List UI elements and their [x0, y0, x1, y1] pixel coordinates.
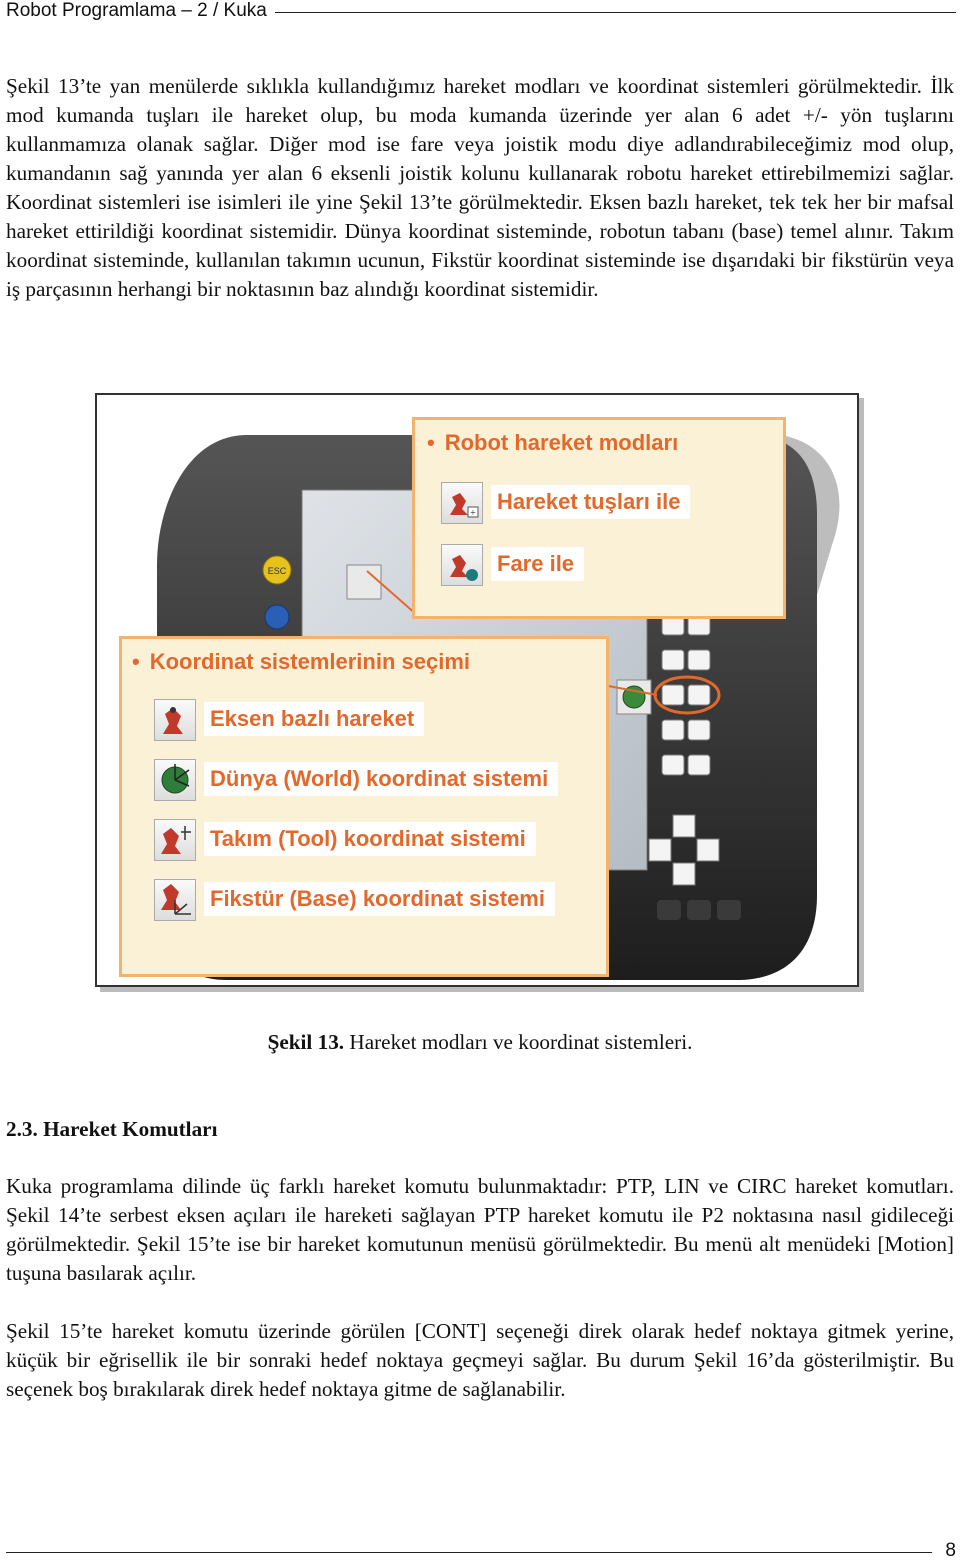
figure-13: ESC •Ro: [95, 393, 859, 987]
base-robot-icon: [154, 879, 196, 921]
header-rule: [6, 12, 956, 13]
paragraph-motion-commands: Kuka programlama dilinde üç farklı harek…: [6, 1174, 954, 1285]
header-title: Robot Programlama – 2 / Kuka: [6, 0, 275, 22]
motion-mode-label-keys: Hareket tuşları ile: [491, 485, 691, 519]
motion-modes-title: •Robot hareket modları: [427, 430, 679, 455]
paragraph-cont-option: Şekil 15’te hareket komutu üzerinde görü…: [6, 1319, 954, 1401]
coord-label-axis: Eksen bazlı hareket: [204, 702, 425, 736]
robot-keys-icon: +: [441, 482, 483, 524]
coord-label-world: Dünya (World) koordinat sistemi: [204, 762, 559, 796]
page-number: 8: [945, 1540, 956, 1561]
coord-systems-title: •Koordinat sistemlerinin seçimi: [132, 649, 471, 674]
caption-label: Şekil 13.: [267, 1030, 345, 1054]
coord-label-tool: Takım (Tool) koordinat sistemi: [204, 822, 536, 856]
coord-systems-callout: •Koordinat sistemlerinin seçimi Eksen ba…: [119, 636, 609, 977]
tool-robot-icon: [154, 819, 196, 861]
coord-label-base: Fikstür (Base) koordinat sistemi: [204, 882, 555, 916]
running-header: Robot Programlama – 2 / Kuka: [6, 0, 956, 24]
info-button: [264, 604, 290, 630]
caption-text: Hareket modları ve koordinat sistemleri.: [344, 1030, 693, 1054]
esc-button: [262, 555, 292, 585]
esc-label: ESC: [268, 566, 287, 576]
world-globe-icon: [154, 759, 196, 801]
robot-mouse-icon: [441, 544, 483, 586]
footer-rule: [6, 1552, 932, 1553]
axis-robot-icon: [154, 699, 196, 741]
motion-modes-callout: •Robot hareket modları + Hareket tuşları…: [412, 417, 786, 619]
motion-mode-label-mouse: Fare ile: [491, 547, 585, 581]
screen-icon: [346, 564, 382, 600]
figure-caption: Şekil 13. Hareket modları ve koordinat s…: [0, 1030, 960, 1055]
paragraph-intro: Şekil 13’te yan menülerde sıklıkla kulla…: [6, 74, 954, 301]
svg-text:+: +: [470, 508, 476, 519]
section-title: 2.3. Hareket Komutları: [6, 1117, 218, 1141]
